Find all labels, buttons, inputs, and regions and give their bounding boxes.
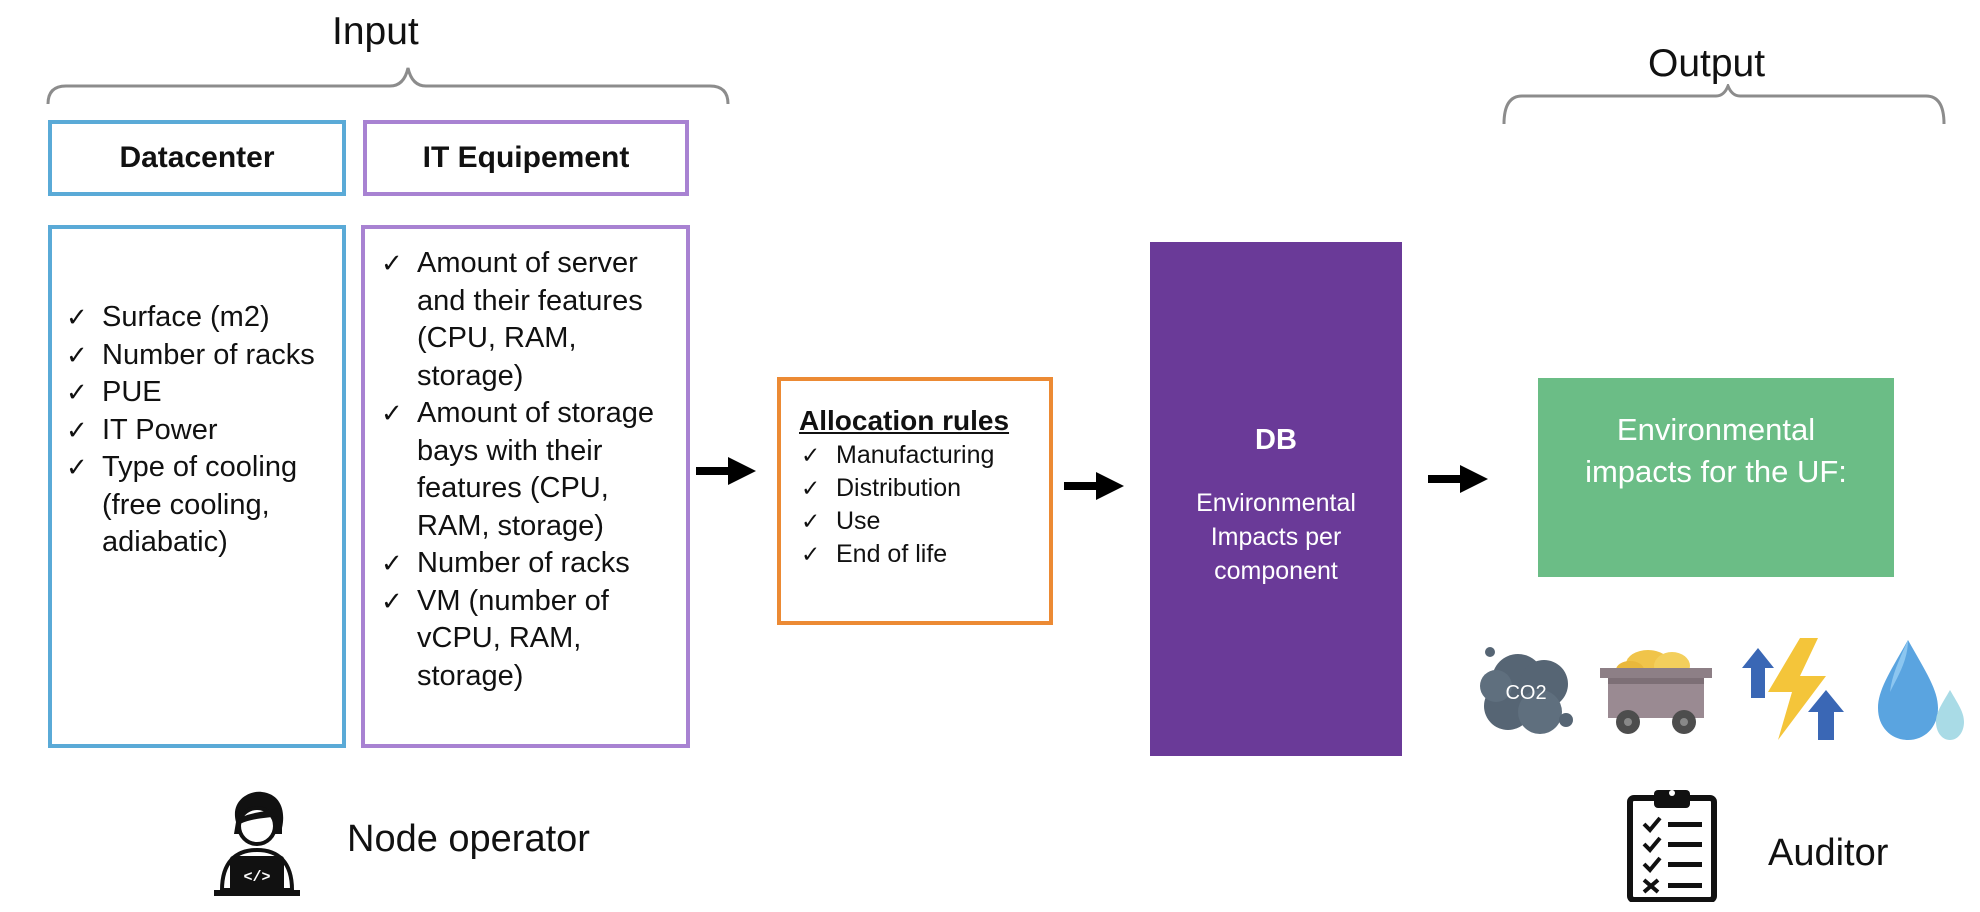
list-item: Use	[799, 505, 1049, 538]
datacenter-items: Surface (m2) Number of racks PUE IT Powe…	[64, 299, 334, 562]
input-bracket	[46, 67, 730, 105]
arrow-right-icon	[696, 457, 756, 485]
list-item: VM (number of vCPU, RAM, storage)	[379, 583, 669, 696]
output-heading: Output	[1648, 42, 1766, 85]
it-equipment-list-box: Amount of server and their features (CPU…	[361, 225, 690, 748]
list-item: IT Power	[64, 412, 334, 450]
list-item: Amount of server and their features (CPU…	[379, 245, 669, 395]
output-result-text: Environmental impacts for the UF:	[1585, 411, 1847, 489]
list-item: End of life	[799, 538, 1049, 571]
output-bracket	[1502, 84, 1946, 125]
list-item: Number of racks	[64, 337, 334, 375]
datacenter-header: Datacenter	[48, 120, 346, 196]
input-heading: Input	[332, 10, 419, 53]
co2-cloud-icon: CO2	[1480, 647, 1573, 734]
clipboard-checklist-icon	[1627, 790, 1717, 902]
it-equipment-title: IT Equipement	[422, 141, 630, 174]
datacenter-list-box: Surface (m2) Number of racks PUE IT Powe…	[48, 225, 346, 748]
node-operator-label: Node operator	[347, 818, 590, 860]
list-item: Number of racks	[379, 545, 669, 583]
list-item: Surface (m2)	[64, 299, 334, 337]
arrow-right-icon	[1428, 465, 1488, 493]
arrow-right-icon	[1064, 472, 1124, 500]
allocation-rules-title: Allocation rules	[799, 405, 1010, 436]
db-box: DB Environmental Impacts per component	[1150, 242, 1402, 756]
mine-cart-icon	[1600, 650, 1712, 734]
allocation-items: Manufacturing Distribution Use End of li…	[799, 439, 1049, 571]
list-item: PUE	[64, 374, 334, 412]
db-title: DB	[1255, 424, 1297, 456]
db-subtitle: Environmental Impacts per component	[1196, 489, 1356, 585]
list-item: Type of cooling (free cooling, adiabatic…	[64, 449, 334, 562]
allocation-rules-box: Allocation rules Manufacturing Distribut…	[777, 377, 1053, 625]
co2-label: CO2	[1505, 682, 1546, 704]
list-item: Amount of storage bays with their featur…	[379, 395, 669, 545]
it-equipment-header: IT Equipement	[363, 120, 689, 196]
it-equipment-items: Amount of server and their features (CPU…	[379, 245, 669, 695]
water-drop-icon	[1878, 640, 1964, 740]
auditor-label: Auditor	[1768, 832, 1889, 874]
energy-bolt-icon	[1742, 638, 1844, 740]
output-result-box: Environmental impacts for the UF:	[1538, 378, 1894, 577]
list-item: Manufacturing	[799, 439, 1049, 472]
laptop-code-label: </>	[243, 869, 270, 886]
list-item: Distribution	[799, 472, 1049, 505]
developer-person-icon: </>	[214, 791, 300, 896]
datacenter-title: Datacenter	[119, 141, 275, 174]
